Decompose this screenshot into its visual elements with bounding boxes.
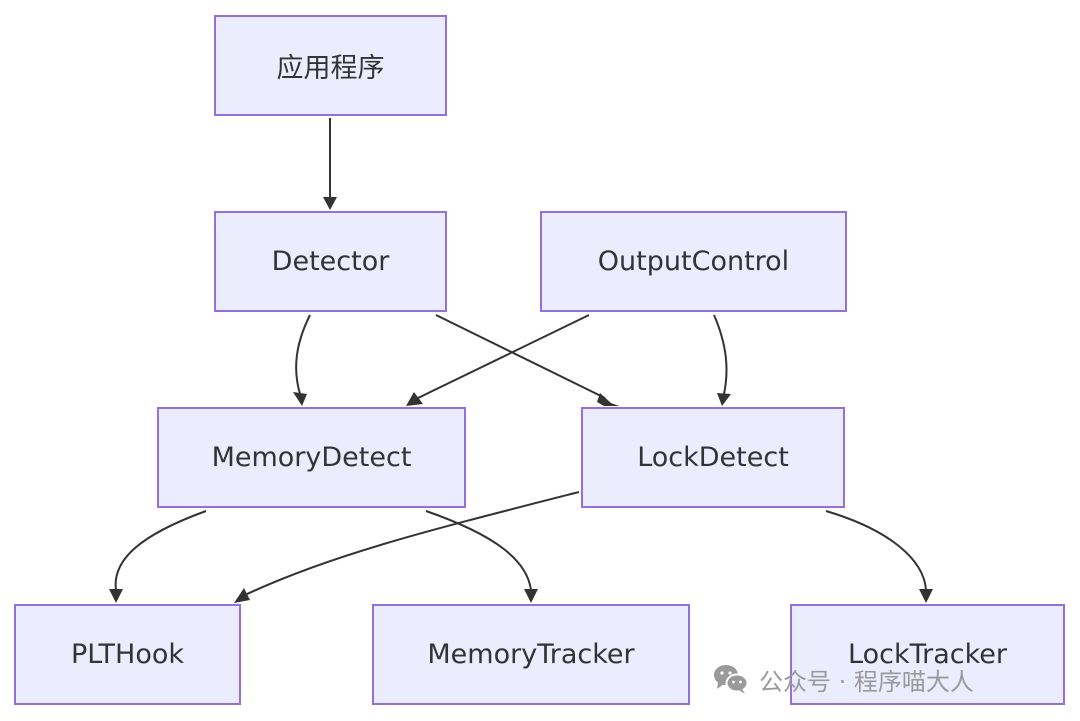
arrowhead-locktracker <box>919 589 933 603</box>
node-detector: Detector <box>214 211 447 312</box>
edge-lockdetect-to-plthook <box>244 491 580 596</box>
node-memory-detect: MemoryDetect <box>157 407 466 508</box>
edge-detector-to-lockdetect <box>435 314 606 399</box>
arrowhead-plthook-2 <box>234 588 250 603</box>
node-output-control-label: OutputControl <box>597 246 790 277</box>
node-detector-label: Detector <box>271 246 390 277</box>
watermark-text: 公众号 · 程序喵大人 <box>759 667 974 696</box>
arrowhead-memorydetect-2 <box>406 392 423 406</box>
node-plt-hook-label: PLTHook <box>70 639 185 670</box>
node-lock-detect: LockDetect <box>581 407 845 508</box>
node-plt-hook: PLTHook <box>14 604 241 705</box>
watermark: 公众号 · 程序喵大人 <box>713 657 974 701</box>
edge-memorydetect-to-memorytracker <box>425 510 532 591</box>
node-lock-detect-label: LockDetect <box>637 442 789 473</box>
edge-output-to-memorydetect <box>417 314 590 399</box>
wechat-icon <box>714 665 749 694</box>
edge-detector-to-memorydetect <box>295 314 311 395</box>
arrowhead-memorydetect-1 <box>293 392 307 406</box>
node-output-control: OutputControl <box>540 211 847 312</box>
arrowhead-lockdetect-2 <box>717 393 731 406</box>
node-memory-detect-label: MemoryDetect <box>211 442 412 473</box>
node-memory-tracker: MemoryTracker <box>372 604 690 705</box>
arrowhead-memorytracker <box>524 589 538 603</box>
arrowhead-plthook-1 <box>109 589 123 603</box>
node-memory-tracker-label: MemoryTracker <box>427 639 635 670</box>
edge-lockdetect-to-locktracker <box>825 510 927 591</box>
node-lock-tracker-label: LockTracker <box>848 639 1007 670</box>
arrowhead-detector <box>323 197 337 210</box>
edge-memorydetect-to-plthook <box>114 510 207 591</box>
node-app-label: 应用程序 <box>276 53 385 84</box>
arrowhead-lockdetect-1 <box>597 393 619 406</box>
node-app: 应用程序 <box>214 15 447 116</box>
node-lock-tracker: LockTracker <box>790 604 1065 705</box>
edge-output-to-lockdetect <box>713 314 728 395</box>
